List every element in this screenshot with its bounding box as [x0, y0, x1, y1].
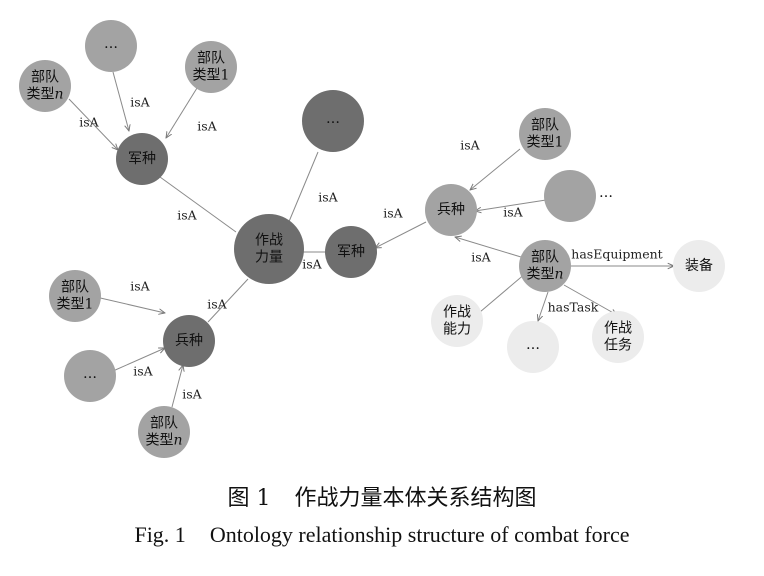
edge-bz-right-jz-right — [375, 221, 427, 248]
edge-has-task-zzrw — [563, 284, 617, 315]
node-bdlxn-right: 部队类型n — [519, 240, 571, 292]
node-dots-left: … — [64, 350, 116, 402]
edge-label-isa: isA — [130, 95, 150, 110]
node-dots-top: … — [85, 20, 137, 72]
edge-label-isa: isA — [177, 208, 197, 223]
figure-number-en: Fig. 1 — [134, 522, 186, 547]
figure-caption-en: Fig. 1 Ontology relationship structure of… — [0, 522, 764, 548]
node-dots-top-label: … — [104, 36, 118, 52]
node-dots-task-label: … — [526, 337, 540, 353]
node-center: 作战力量 — [234, 214, 304, 284]
node-jz-right-label: 军种 — [337, 244, 365, 260]
figure-title-zh: 作战力量本体关系结构图 — [294, 486, 537, 511]
edge-center-jz-upper — [159, 176, 237, 233]
edge-label-isa: isA — [207, 297, 227, 312]
ontology-diagram: isA isA isA isA isA isA isA isA isA isA … — [19, 20, 725, 458]
node-bdlxn-bottom: 部队类型n — [138, 406, 190, 458]
node-jz-right: 军种 — [325, 226, 377, 278]
node-zznl: 作战能力 — [431, 295, 483, 347]
edge-bdlxn-zznl — [479, 272, 527, 313]
edge-label-isa: isA — [133, 364, 153, 379]
node-bdlxn-right-label: 部队类型n — [526, 250, 563, 283]
node-bz-lower: 兵种 — [163, 315, 215, 367]
node-bdlx1-top: 部队类型1 — [185, 41, 237, 93]
edge-label-isa: isA — [197, 119, 217, 134]
edge-label-isa: isA — [503, 205, 523, 220]
edge-center-bz-lower — [207, 278, 249, 323]
edge-label-isa: isA — [318, 190, 338, 205]
edge-label-isa: isA — [383, 206, 403, 221]
edge-label-isa: isA — [460, 138, 480, 153]
edge-label-isa: isA — [471, 250, 491, 265]
node-zznl-label: 作战能力 — [443, 305, 471, 338]
edge-bdlxn-top-jz — [68, 98, 118, 150]
node-bdlxn-bottom-label: 部队类型n — [145, 416, 182, 449]
edge-bdlx1-top-jz — [166, 87, 198, 138]
node-zhuangbei-label: 装备 — [685, 257, 713, 274]
node-bdlxn-top: 部队类型n — [19, 60, 71, 112]
node-dots-left-label: … — [83, 366, 97, 382]
edge-label-isa: isA — [182, 387, 202, 402]
edge-label-isa: isA — [79, 115, 99, 130]
figure-caption-zh: 图 1 作战力量本体关系结构图 — [0, 480, 764, 512]
figure-number-zh: 图 1 — [227, 486, 271, 511]
edge-bdlx1-left-bz — [95, 296, 165, 313]
node-bdlx1-left-label: 部队类型1 — [57, 280, 94, 313]
node-bz-lower-label: 兵种 — [175, 333, 203, 349]
figure-title-en: Ontology relationship structure of comba… — [209, 522, 630, 547]
edge-bdlxn-bottom-bz — [171, 365, 183, 408]
edge-bdlxn-right-bz — [455, 237, 522, 258]
node-zhuangbei: 装备 — [673, 240, 725, 292]
node-bdlx1-right-label: 部队类型1 — [527, 118, 564, 151]
edge-label-isa: isA — [302, 257, 322, 272]
node-dots-task: … — [507, 321, 559, 373]
node-zzrw-label: 作战任务 — [604, 321, 632, 354]
edge-label-has-equipment: hasEquipment — [571, 247, 662, 262]
edge-label-isa: isA — [130, 279, 150, 294]
node-center-label: 作战力量 — [255, 233, 283, 266]
node-dots-right-label: … — [599, 185, 613, 201]
node-dots-right: … — [544, 170, 613, 222]
edge-dots-right-bz — [475, 199, 547, 211]
node-bdlxn-top-label: 部队类型n — [26, 70, 63, 103]
node-bz-right-label: 兵种 — [437, 202, 465, 218]
node-bdlx1-right: 部队类型1 — [519, 108, 571, 160]
node-bdlx1-top-label: 部队类型1 — [193, 51, 230, 84]
node-jz-upper-label: 军种 — [128, 151, 156, 167]
node-zzrw: 作战任务 — [592, 311, 644, 363]
edge-bdlx1-right-bz — [470, 148, 521, 190]
edge-dots-top-jz — [112, 71, 129, 131]
node-jz-upper: 军种 — [116, 133, 168, 185]
edge-label-has-task: hasTask — [548, 300, 599, 315]
edge-center-dots-dark — [287, 151, 319, 225]
node-dots-dark-label: … — [326, 111, 340, 127]
edge-dots-left-bz — [112, 348, 165, 372]
node-bdlx1-left: 部队类型1 — [49, 270, 101, 322]
node-bz-right: 兵种 — [425, 184, 477, 236]
edge-has-task-dots — [538, 291, 549, 321]
node-dots-dark: … — [302, 90, 364, 152]
